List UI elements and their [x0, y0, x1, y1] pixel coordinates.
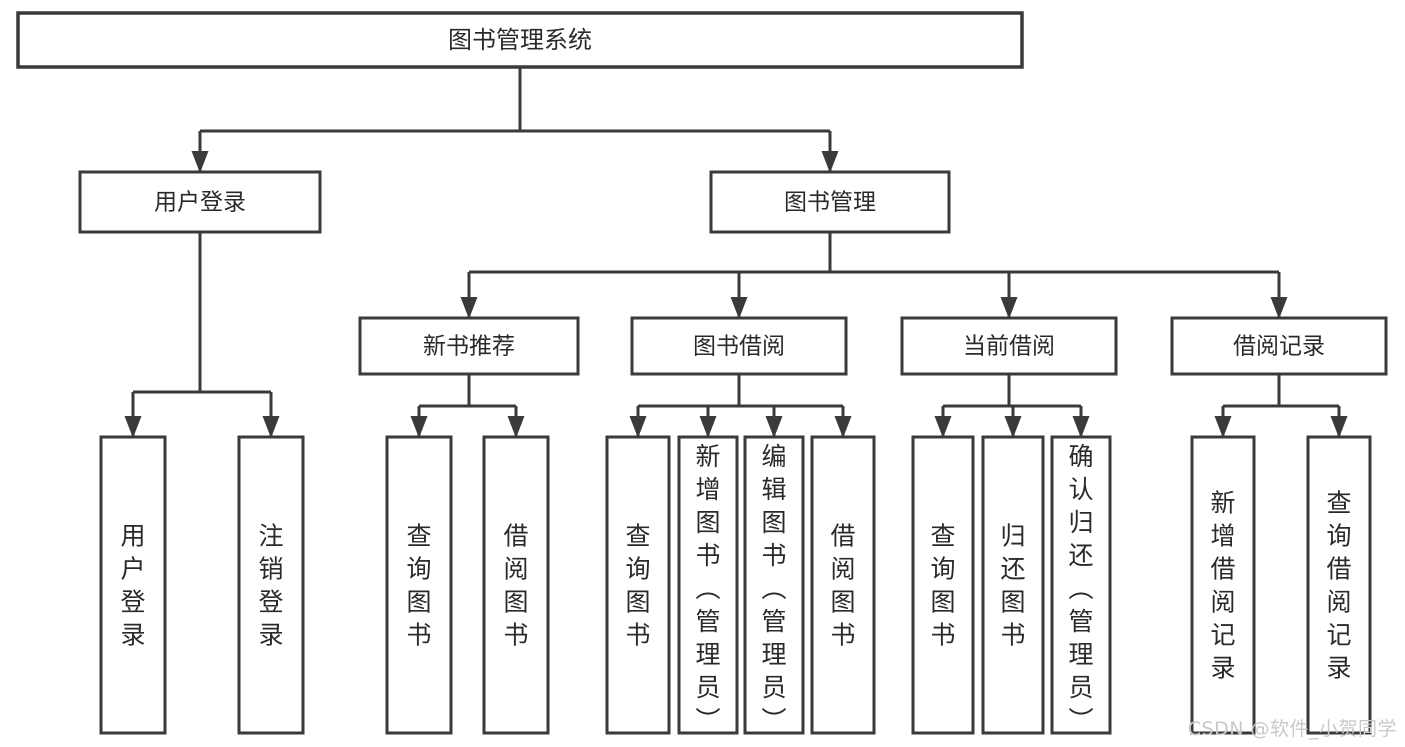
node-box	[1306, 435, 1372, 735]
arrow-head-icon	[191, 151, 209, 173]
node-label-vertical: 查询图书	[406, 522, 431, 650]
arrow-head-icon	[1330, 416, 1348, 438]
node-box	[743, 435, 805, 735]
leaf-node-4[interactable]: 查询图书	[605, 435, 671, 735]
node-box	[482, 435, 550, 735]
leaf-node-8[interactable]: 查询图书	[911, 435, 975, 735]
node-label-vertical: 借阅图书	[830, 522, 855, 650]
arrow-head-icon	[507, 416, 525, 438]
node-box	[605, 435, 671, 735]
connector-layer	[124, 67, 1348, 438]
node-box	[237, 435, 305, 735]
node-box	[16, 11, 1024, 69]
leaf-node-1[interactable]: 注销登录	[237, 435, 305, 735]
level3-node-0[interactable]: 新书推荐	[358, 316, 580, 376]
arrow-head-icon	[629, 416, 647, 438]
node-label-vertical: 用户登录	[120, 522, 145, 650]
node-box	[385, 435, 453, 735]
arrow-head-icon	[821, 151, 839, 173]
arrow-head-icon	[262, 416, 280, 438]
node-box	[1050, 435, 1112, 735]
arrow-head-icon	[1072, 416, 1090, 438]
node-box	[78, 170, 322, 234]
arrow-head-icon	[730, 297, 748, 319]
node-label-vertical: 注销登录	[258, 522, 283, 650]
arrow-head-icon	[460, 297, 478, 319]
arrow-head-icon	[934, 416, 952, 438]
node-box	[677, 435, 739, 735]
node-box	[810, 435, 876, 735]
level3-node-2[interactable]: 当前借阅	[900, 316, 1118, 376]
arrow-head-icon	[834, 416, 852, 438]
leaf-node-10[interactable]: 确认归还︵管理员︶	[1050, 435, 1112, 735]
level2-node-1[interactable]: 图书管理	[709, 170, 951, 234]
node-label: 当前借阅	[963, 334, 1055, 360]
leaf-node-2[interactable]: 查询图书	[385, 435, 453, 735]
leaf-node-9[interactable]: 归还图书	[981, 435, 1045, 735]
arrow-head-icon	[1004, 416, 1022, 438]
node-label: 新书推荐	[423, 334, 515, 360]
node-label: 图书管理	[784, 190, 876, 216]
leaf-node-7[interactable]: 借阅图书	[810, 435, 876, 735]
arrow-head-icon	[765, 416, 783, 438]
node-label-vertical: 归还图书	[1000, 522, 1025, 650]
node-box	[900, 316, 1118, 376]
arrow-head-icon	[1270, 297, 1288, 319]
leaf-node-5[interactable]: 新增图书︵管理员︶	[677, 435, 739, 735]
node-label-vertical: 查询图书	[625, 522, 650, 650]
node-box	[358, 316, 580, 376]
node-box	[709, 170, 951, 234]
arrow-head-icon	[699, 416, 717, 438]
arrow-head-icon	[410, 416, 428, 438]
node-box	[1170, 316, 1388, 376]
node-label-vertical: 确认归还︵管理员︶	[1068, 442, 1093, 735]
node-box	[630, 316, 848, 376]
node-box	[911, 435, 975, 735]
arrow-head-icon	[124, 416, 142, 438]
node-label-vertical: 新增图书︵管理员︶	[695, 442, 720, 735]
node-label: 图书借阅	[693, 334, 785, 360]
node-label: 图书管理系统	[448, 26, 592, 54]
root-node-book-management-system[interactable]: 图书管理系统	[16, 11, 1024, 69]
arrow-head-icon	[1000, 297, 1018, 319]
node-box	[981, 435, 1045, 735]
node-box	[99, 435, 167, 735]
node-label: 借阅记录	[1233, 334, 1325, 360]
leaf-node-6[interactable]: 编辑图书︵管理员︶	[743, 435, 805, 735]
level3-node-1[interactable]: 图书借阅	[630, 316, 848, 376]
leaf-node-3[interactable]: 借阅图书	[482, 435, 550, 735]
node-layer: 图书管理系统用户登录图书管理新书推荐图书借阅当前借阅借阅记录用户登录注销登录查询…	[16, 11, 1388, 735]
leaf-node-12[interactable]: 查询借阅记录	[1306, 435, 1372, 735]
node-label-vertical: 借阅图书	[503, 522, 528, 650]
node-label-vertical: 查询借阅记录	[1326, 489, 1351, 683]
node-label-vertical: 新增借阅记录	[1210, 489, 1235, 683]
level2-node-0[interactable]: 用户登录	[78, 170, 322, 234]
leaf-node-11[interactable]: 新增借阅记录	[1190, 435, 1256, 735]
arrow-head-icon	[1214, 416, 1232, 438]
node-label: 用户登录	[154, 190, 246, 216]
node-label-vertical: 查询图书	[930, 522, 955, 650]
node-label-vertical: 编辑图书︵管理员︶	[761, 442, 786, 735]
node-box	[1190, 435, 1256, 735]
leaf-node-0[interactable]: 用户登录	[99, 435, 167, 735]
level3-node-3[interactable]: 借阅记录	[1170, 316, 1388, 376]
